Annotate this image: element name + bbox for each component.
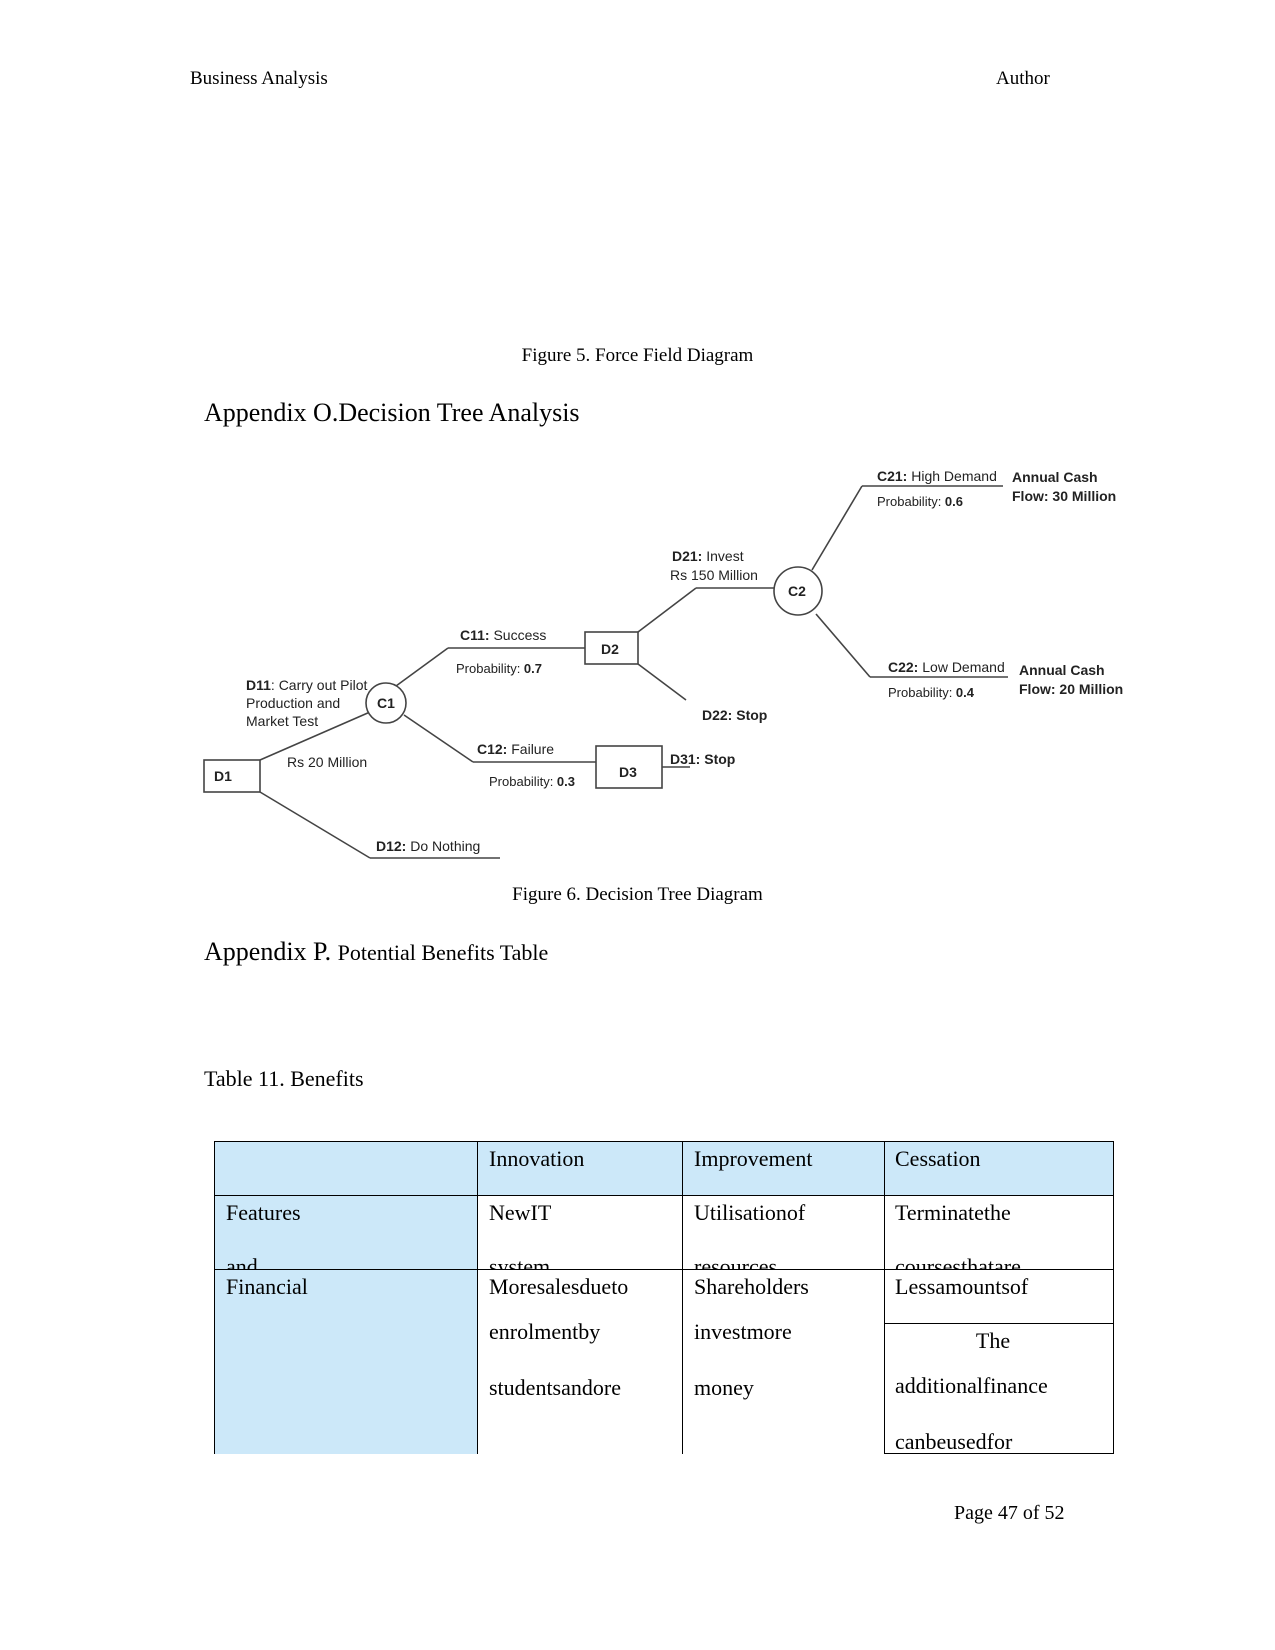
decision-tree-diagram: D1 C1 D2 D3 C2 D11: Carry out Pilot Prod… [203,468,1123,859]
table-cell-financial-improvement: Shareholders investmore money [682,1269,885,1454]
d2-node [584,631,639,665]
table-cell-features-improvement: Utilisationof resources [682,1195,885,1271]
table-title: Table 11. Benefits [204,1066,364,1091]
d21-cost: Rs 150 Million [670,567,758,583]
d12-label: D12: Do Nothing [376,838,480,854]
edge-d1-d12 [259,791,371,859]
appendix-o-label: Appendix O. [204,398,339,427]
header-right: Author [996,68,1050,89]
c21-probability: Probability: 0.6 [877,494,963,509]
edge-c2-c21 [811,485,863,571]
d11-cost: Rs 20 Million [287,754,367,770]
c12-probability: Probability: 0.3 [489,774,575,789]
table-header-improvement: Improvement [682,1141,885,1196]
c21-flow-line-2: Flow: 30 Million [1012,488,1116,504]
c1-node [365,682,407,724]
d11-line-1: D11: Carry out Pilot [246,677,368,693]
table-row-financial-label: Financial [214,1269,478,1454]
c1-label: C1 [377,695,395,711]
d2-label: D2 [601,641,619,657]
figure-5-caption: Figure 5. Force Field Diagram [521,345,754,366]
table-cell-financial-innovation: Moresalesdueto enrolmentby studentsandor… [477,1269,683,1454]
header-left: Business Analysis [190,68,328,89]
c2-label: C2 [788,583,806,599]
c12-label: C12: Failure [477,741,554,757]
appendix-o-title: Decision Tree Analysis [338,398,580,427]
c2-node [773,566,823,616]
edge-c2-c22 [815,613,871,678]
table-header-cessation: Cessation [884,1141,1114,1196]
c22-flow-line-1: Annual Cash [1019,662,1105,678]
d1-label: D1 [214,768,232,784]
d1-node [203,759,261,793]
edge-c1-c11 [395,647,449,687]
c11-label: C11: Success [460,627,546,643]
c11-probability: Probability: 0.7 [456,661,542,676]
table-cell-features-innovation: NewIT system [477,1195,683,1271]
d3-label: D3 [619,764,637,780]
c21-flow-line-1: Annual Cash [1012,469,1098,485]
edge-d2-d21 [637,587,697,633]
table-cell-financial-cessation-top: Lessamountsof [884,1269,1114,1324]
d3-node [595,745,663,789]
c22-label: C22: Low Demand [888,659,1005,675]
edge-d1-c1 [259,711,371,761]
c21-label: C21: High Demand [877,468,997,484]
appendix-p-label: Appendix P. [204,937,332,966]
c22-probability: Probability: 0.4 [888,685,975,700]
table-row-features-label: Features and [214,1195,478,1271]
edge-d2-d22 [637,663,687,701]
table-header-innovation: Innovation [477,1141,683,1196]
appendix-p-heading: Appendix P. Potential Benefits Table [204,937,548,967]
d22-label: D22: Stop [702,707,767,723]
figure-6-caption: Figure 6. Decision Tree Diagram [512,884,763,905]
benefits-table: Innovation Improvement Cessation Feature… [214,1141,1114,1454]
appendix-o-heading: Appendix O.Decision Tree Analysis [204,398,580,428]
page-number: Page 47 of 52 [954,1502,1065,1524]
table-header-empty [214,1141,478,1196]
appendix-p-title: Potential Benefits Table [337,940,549,965]
table-cell-features-cessation: Terminatethe coursesthatare [884,1195,1114,1271]
edge-c1-c12 [403,714,474,763]
d31-label: D31: Stop [670,751,735,767]
d21-label: D21: Invest [672,548,744,564]
table-cell-financial-cessation-bottom: The additionalfinance canbeusedfor [884,1323,1114,1454]
c22-flow-line-2: Flow: 20 Million [1019,681,1123,697]
d11-line-3: Market Test [246,713,318,729]
d11-line-2: Production and [246,695,340,711]
